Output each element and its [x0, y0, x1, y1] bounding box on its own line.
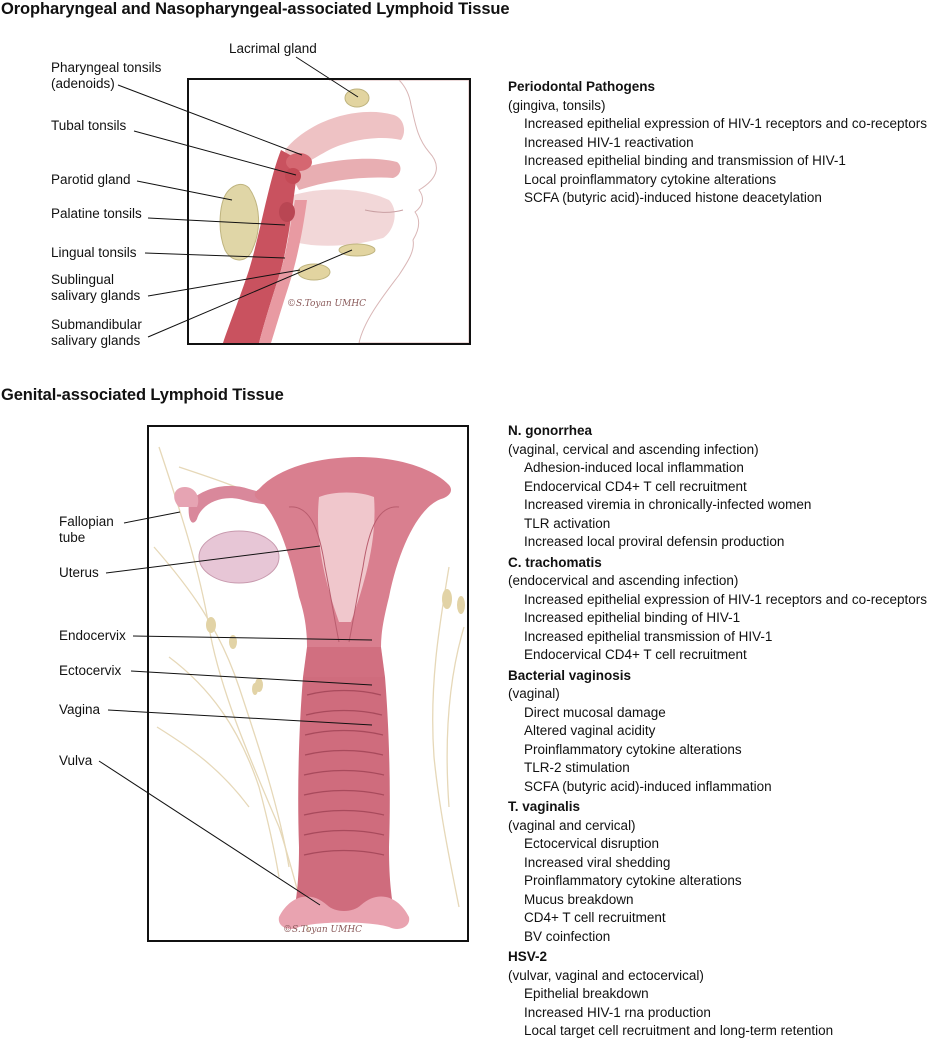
label-vulva: Vulva — [59, 753, 93, 768]
label-submandibular: Submandibular — [51, 317, 142, 332]
list-item: Altered vaginal acidity — [524, 723, 656, 738]
label-vagina: Vagina — [59, 702, 101, 717]
genital-anatomy-illustration: ©S.Toyan UMHC — [153, 446, 465, 935]
genital-artist-signature: ©S.Toyan UMHC — [283, 925, 362, 935]
list-item: Increased viral shedding — [524, 854, 671, 870]
group-periodontal-pathogens: Periodontal Pathogens (gingiva, tonsils)… — [508, 78, 927, 208]
head-illustration-frame: ©S.Toyan UMHC — [187, 78, 471, 345]
group-title: C. trachomatis — [508, 554, 602, 570]
list-item: Increased epithelial binding of HIV-1 — [524, 610, 741, 625]
label-sublingual: Sublingual — [51, 272, 115, 287]
label-ectocervix: Ectocervix — [59, 663, 122, 678]
oral-artist-signature: ©S.Toyan UMHC — [287, 299, 366, 309]
list-item: Mucus breakdown — [524, 891, 634, 907]
label-lingual-tonsils: Lingual tonsils — [51, 245, 137, 260]
label-submandibular-salivary-glands: salivary glands — [51, 333, 141, 348]
list-item: Proinflammatory cytokine alterations — [524, 873, 742, 888]
list-item: SCFA (butyric acid)-induced inflammation — [524, 778, 772, 794]
list-item: Endocervical CD4+ T cell recruitment — [524, 647, 747, 662]
group-subtitle: (endocervical and ascending infection) — [508, 573, 739, 588]
group-n-gonorrhea: N. gonorrhea (vaginal, cervical and asce… — [508, 422, 927, 552]
list-item: Increased epithelial expression of HIV-1… — [524, 591, 927, 607]
genital-section-title: Genital-associated Lymphoid Tissue — [1, 386, 284, 404]
list-item: Increased epithelial binding and transmi… — [524, 153, 846, 168]
list-item: CD4+ T cell recruitment — [524, 910, 666, 925]
group-c-trachomatis: C. trachomatis (endocervical and ascendi… — [508, 554, 927, 665]
group-hsv-2: HSV-2 (vulvar, vaginal and ectocervical)… — [508, 948, 927, 1041]
list-item: Adhesion-induced local inflammation — [524, 460, 744, 475]
list-item: Epithelial breakdown — [524, 986, 649, 1001]
list-item: Ectocervical disruption — [524, 836, 660, 851]
group-subtitle: (vaginal) — [508, 686, 560, 701]
label-fallopian: Fallopian — [59, 514, 114, 529]
group-title: HSV-2 — [508, 949, 548, 964]
group-bacterial-vaginosis: Bacterial vaginosis (vaginal) Direct muc… — [508, 667, 927, 797]
list-item: TLR activation — [524, 515, 611, 531]
head-anatomy-illustration: ©S.Toyan UMHC — [219, 80, 469, 343]
list-item: Increased viremia in chronically-infecte… — [524, 497, 812, 512]
label-uterus: Uterus — [59, 565, 99, 580]
list-item: Increased HIV-1 rna production — [524, 1004, 711, 1020]
label-palatine-tonsils: Palatine tonsils — [51, 206, 142, 221]
group-title: N. gonorrhea — [508, 423, 593, 438]
list-item: Increased local proviral defensin produc… — [524, 534, 785, 549]
label-endocervix: Endocervix — [59, 628, 126, 643]
list-item: Increased epithelial transmission of HIV… — [524, 628, 773, 644]
group-title: T. vaginalis — [508, 799, 581, 814]
genital-pathogen-info: N. gonorrhea (vaginal, cervical and asce… — [508, 422, 927, 1043]
list-item: SCFA (butyric acid)-induced histone deac… — [524, 190, 822, 205]
uterus-illustration-frame: ©S.Toyan UMHC — [147, 425, 469, 942]
oral-pathogen-info: Periodontal Pathogens (gingiva, tonsils)… — [508, 78, 927, 210]
label-pharyngeal-tonsils: Pharyngeal tonsils — [51, 60, 162, 75]
label-parotid-gland: Parotid gland — [51, 172, 131, 187]
oral-section-title: Oropharyngeal and Nasopharyngeal-associa… — [1, 0, 510, 18]
group-title: Bacterial vaginosis — [508, 667, 632, 683]
list-item: Local target cell recruitment and long-t… — [524, 1023, 834, 1038]
list-item: Increased epithelial expression of HIV-1… — [524, 116, 927, 131]
list-item: Endocervical CD4+ T cell recruitment — [524, 478, 747, 494]
list-item: TLR-2 stimulation — [524, 760, 630, 775]
group-subtitle: (vaginal and cervical) — [508, 817, 636, 833]
list-item: Local proinflammatory cytokine alteratio… — [524, 171, 777, 187]
label-lacrimal-gland: Lacrimal gland — [229, 41, 317, 56]
group-subtitle: (vaginal, cervical and ascending infecti… — [508, 441, 759, 457]
label-sublingual-salivary-glands: salivary glands — [51, 288, 141, 303]
list-item: Direct mucosal damage — [524, 704, 666, 720]
group-t-vaginalis: T. vaginalis (vaginal and cervical) Ecto… — [508, 798, 927, 946]
label-adenoids: (adenoids) — [51, 76, 115, 91]
label-tubal-tonsils: Tubal tonsils — [51, 118, 127, 133]
list-item: BV coinfection — [524, 928, 611, 944]
list-item: Proinflammatory cytokine alterations — [524, 741, 742, 757]
label-fallopian-tube: tube — [59, 530, 86, 545]
group-title: Periodontal Pathogens — [508, 79, 656, 94]
group-subtitle: (gingiva, tonsils) — [508, 97, 606, 113]
list-item: Increased HIV-1 reactivation — [524, 134, 694, 150]
group-subtitle: (vulvar, vaginal and ectocervical) — [508, 967, 704, 983]
